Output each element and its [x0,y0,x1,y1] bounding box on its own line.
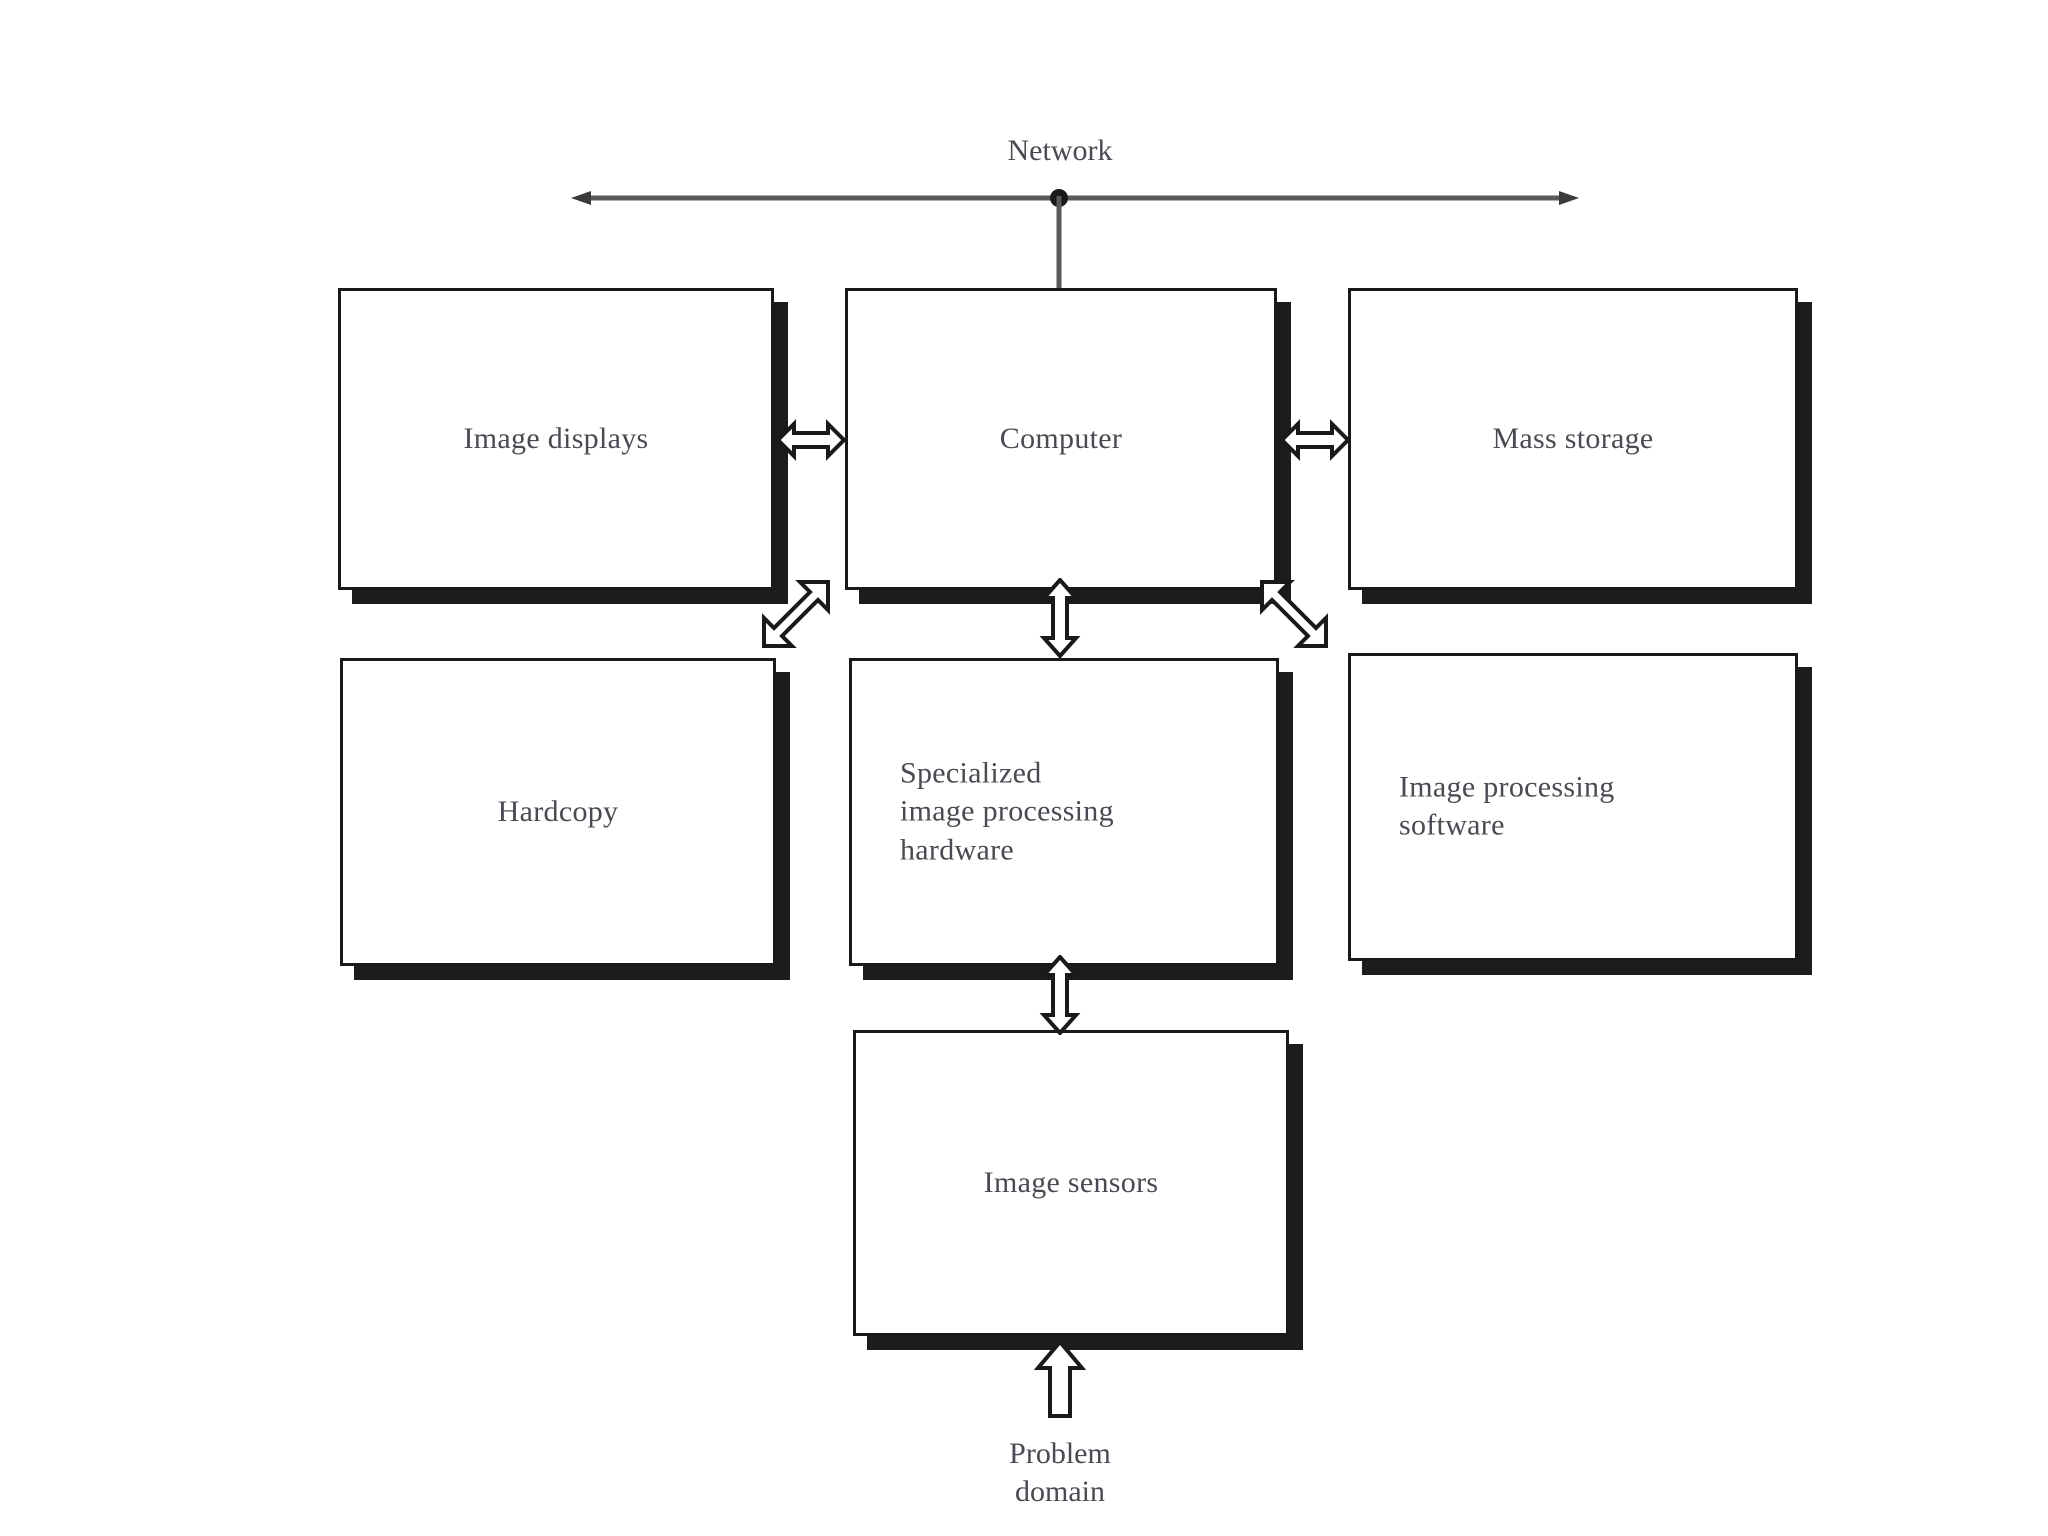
arrow-computer-specialized-hardware [1039,578,1081,658]
node-computer-label: Computer [999,421,1123,455]
node-image-sensors[interactable]: Image sensors [853,1030,1289,1336]
arrow-displays-computer [776,419,846,461]
arrow-mass-storage-software-diagonal [1260,580,1328,648]
node-image-sensors-label: Image sensors [983,1165,1159,1199]
node-hardcopy-label: Hardcopy [497,794,619,828]
node-image-displays-label: Image displays [463,421,649,455]
network-label: Network [1007,134,1113,167]
arrow-displays-hardcopy-diagonal [762,580,830,648]
network-drop-line [1056,196,1062,292]
arrow-problem-domain-up [1033,1340,1087,1418]
node-hardcopy[interactable]: Hardcopy [340,658,776,966]
node-image-processing-software[interactable]: Image processing software [1348,653,1798,961]
node-image-displays[interactable]: Image displays [338,288,774,590]
network-bus-line [571,189,1579,207]
arrow-computer-mass-storage [1280,419,1350,461]
node-specialized-hardware-label: Specialized image processing hardware [900,756,1114,867]
node-specialized-hardware[interactable]: Specialized image processing hardware [849,658,1279,966]
node-mass-storage-label: Mass storage [1492,421,1654,455]
problem-domain-label: Problem domain [1009,1437,1111,1509]
arrow-specialized-hardware-image-sensors [1039,955,1081,1035]
node-mass-storage[interactable]: Mass storage [1348,288,1798,590]
node-computer[interactable]: Computer [845,288,1277,590]
node-image-processing-software-label: Image processing software [1399,770,1615,842]
